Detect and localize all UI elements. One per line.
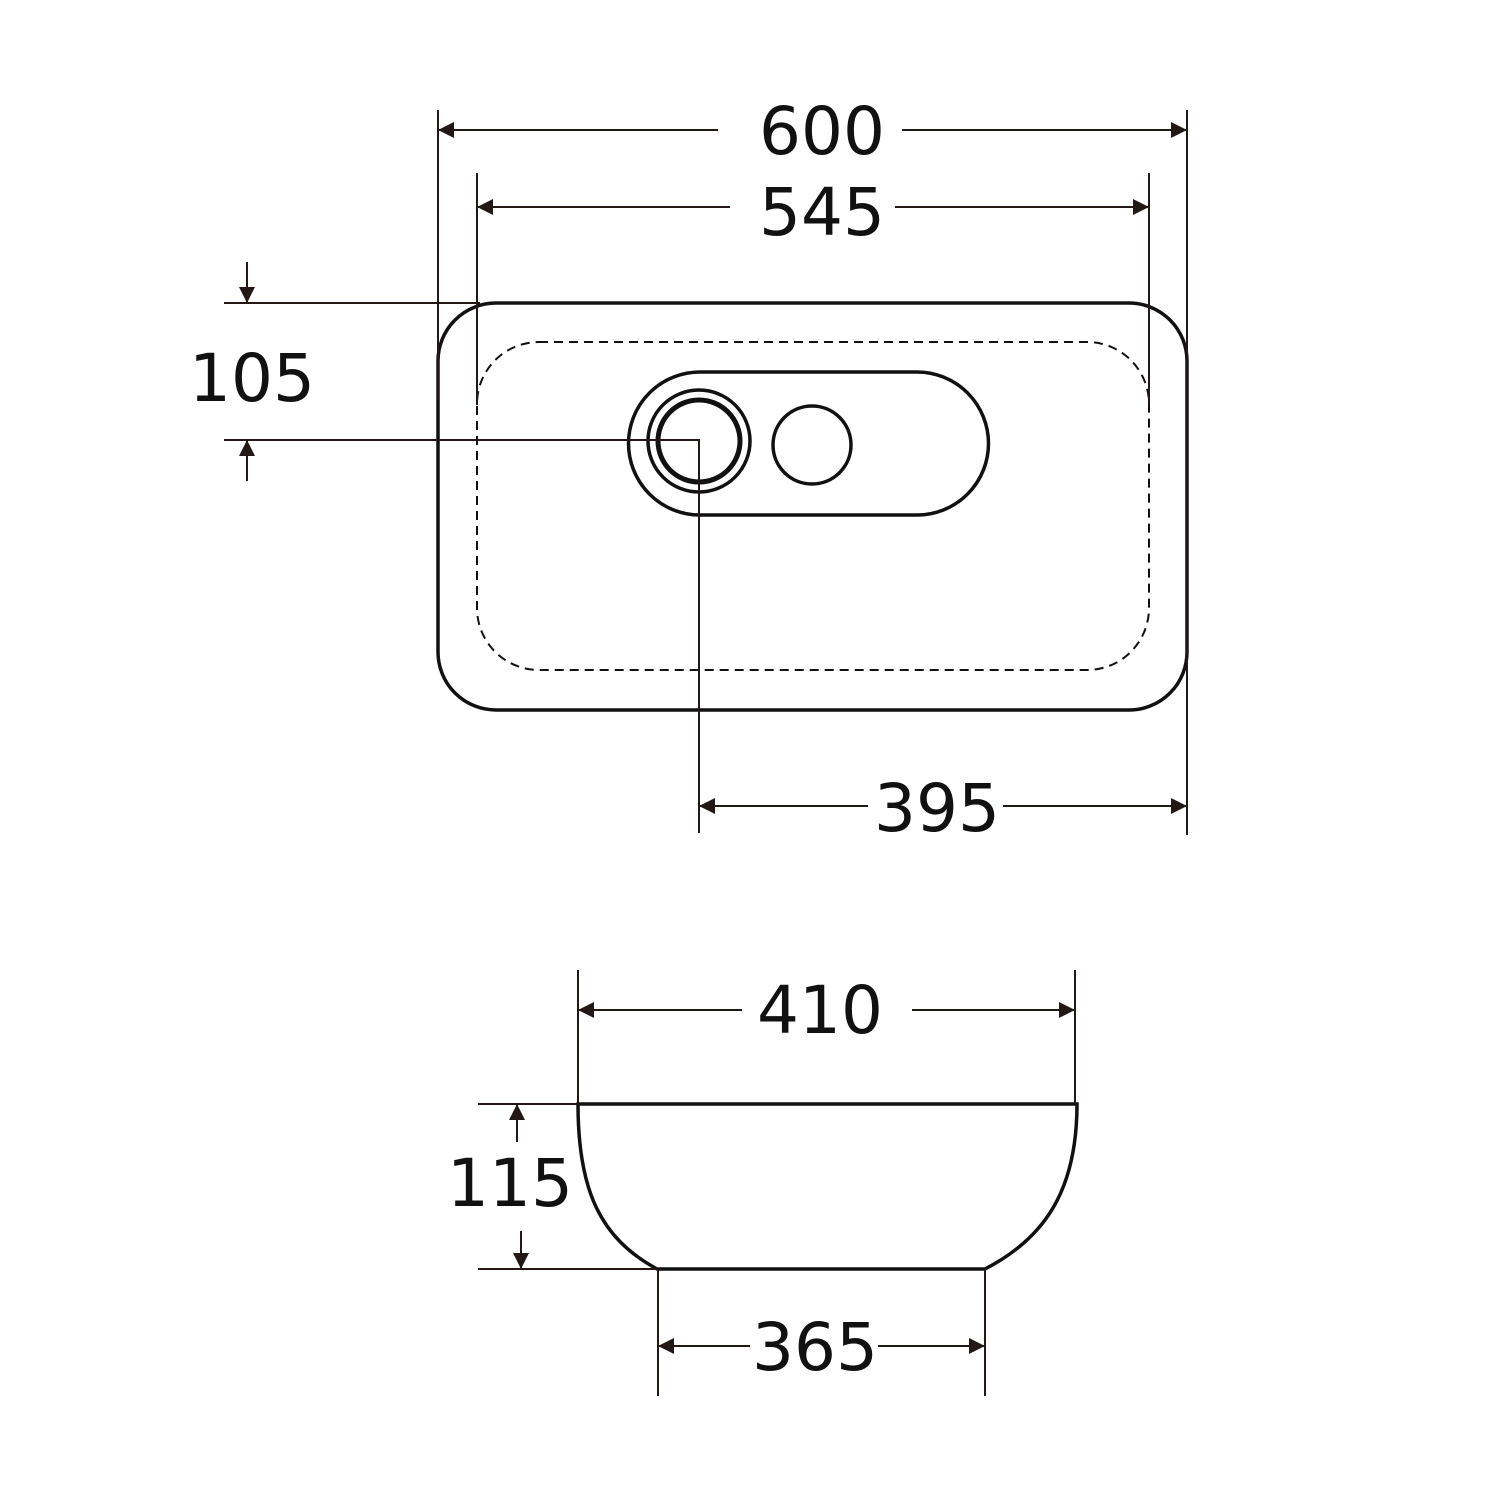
top-view xyxy=(436,301,1189,712)
dimension-overall-width: 600 xyxy=(437,93,1188,835)
dimension-base-width: 365 xyxy=(657,1269,986,1396)
dimension-label-410: 410 xyxy=(757,972,883,1049)
dimension-label-395: 395 xyxy=(874,770,1000,847)
drain-recess xyxy=(626,370,991,517)
overflow-hole xyxy=(771,404,853,486)
dimension-drain-offset-right: 395 xyxy=(698,440,1187,847)
basin-outline xyxy=(436,301,1189,712)
dimension-label-365: 365 xyxy=(752,1309,878,1386)
dimension-drain-offset-top: 105 xyxy=(189,262,700,481)
dimension-label-105: 105 xyxy=(189,340,315,417)
basin-inner-dashed xyxy=(476,341,1150,671)
dimension-label-600: 600 xyxy=(759,93,885,170)
bowl-side-profile xyxy=(576,1102,1079,1271)
dimension-top-width: 410 xyxy=(577,970,1076,1104)
dimension-inner-width: 545 xyxy=(476,173,1150,405)
dimension-label-545: 545 xyxy=(759,174,885,251)
dimension-label-115: 115 xyxy=(447,1145,573,1222)
dimension-height: 115 xyxy=(447,1103,657,1270)
